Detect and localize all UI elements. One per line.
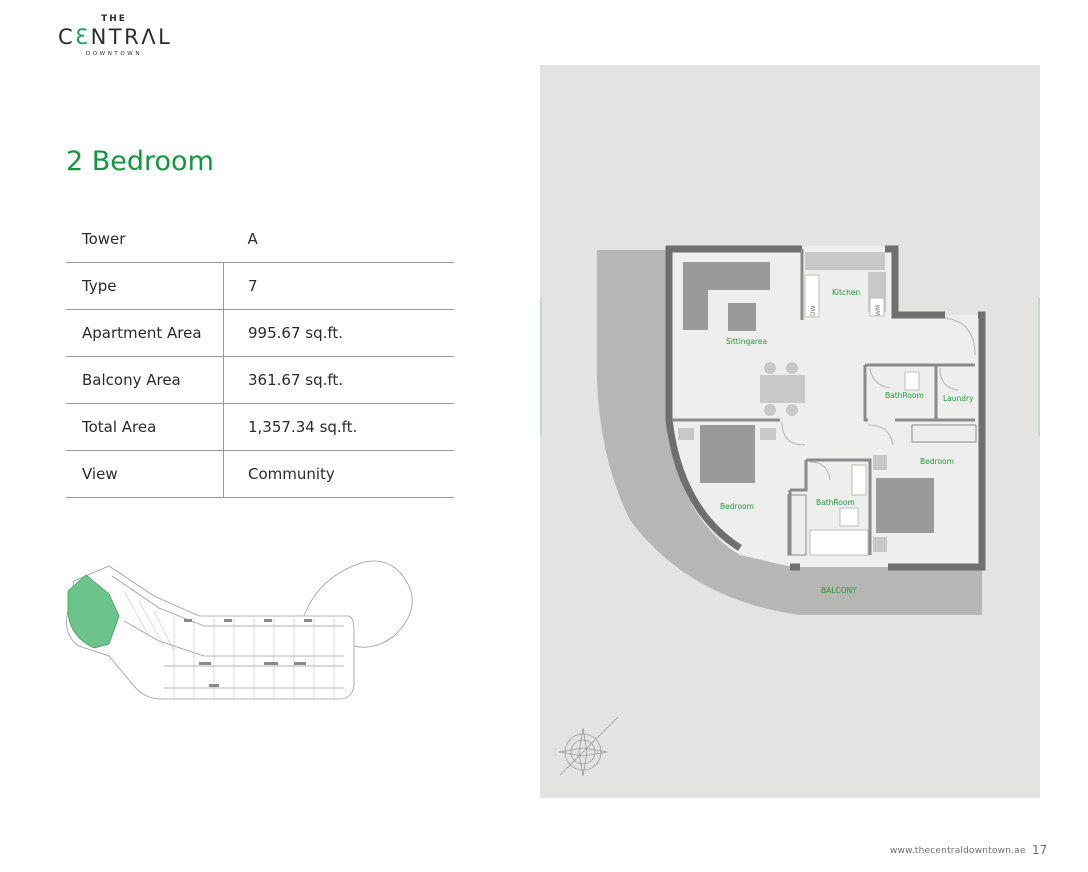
spec-row: View Community [66,450,454,498]
compass-icon [558,716,619,777]
spec-row: Total Area 1,357.34 sq.ft. [66,403,454,451]
room-label-bedroom-left: Bedroom [720,502,754,511]
page-title: 2 Bedroom [66,146,214,177]
spec-value: 361.67 sq.ft. [248,371,344,389]
room-label-bathroom-1: BathRoom [885,391,924,400]
spec-row: Apartment Area 995.67 sq.ft. [66,309,454,357]
room-label-kitchen: Kitchen [832,288,860,297]
room-label-sittingarea: Sittingarea [726,337,767,346]
spec-row: Balcony Area 361.67 sq.ft. [66,356,454,404]
balcony [597,250,982,615]
logo-the: THE [101,14,127,24]
spec-value: 1,357.34 sq.ft. [248,418,358,436]
footer-website: www.thecentraldowntown.ae [890,846,1026,856]
label-dw: DW [810,305,817,316]
spec-label: Tower [82,230,126,248]
brand-logo: THE CƐNTRΛL DOWNTOWN [58,14,170,57]
spec-label: Apartment Area [66,309,224,357]
room-label-bathroom-2: BathRoom [816,498,855,507]
spec-table: Tower A Type 7 Apartment Area 995.67 sq.ft.… [66,216,454,498]
spec-value: A [247,230,258,248]
spec-value: 7 [248,277,258,295]
page-number: 17 [1032,843,1048,857]
spec-label: Type [66,262,224,310]
logo-downtown: DOWNTOWN [85,51,143,57]
logo-central: CƐNTRΛL [58,25,173,49]
spec-label: View [66,450,224,498]
spec-value: Community [248,465,335,483]
spec-row: Tower A [66,216,454,263]
room-label-laundry: Laundry [943,394,974,403]
spec-label: Total Area [66,403,224,451]
floor-plan: Kitchen Sittingarea BathRoom Laundry Bed… [540,245,1040,777]
label-wm: WM [875,305,882,316]
room-label-bedroom-right: Bedroom [920,457,954,466]
spec-label: Balcony Area [66,356,224,404]
key-plan [66,560,413,700]
spec-value: 995.67 sq.ft. [248,324,344,342]
highlighted-unit [67,574,120,649]
spec-row: Type 7 [66,262,454,310]
room-label-balcony: BALCONY [821,586,857,595]
